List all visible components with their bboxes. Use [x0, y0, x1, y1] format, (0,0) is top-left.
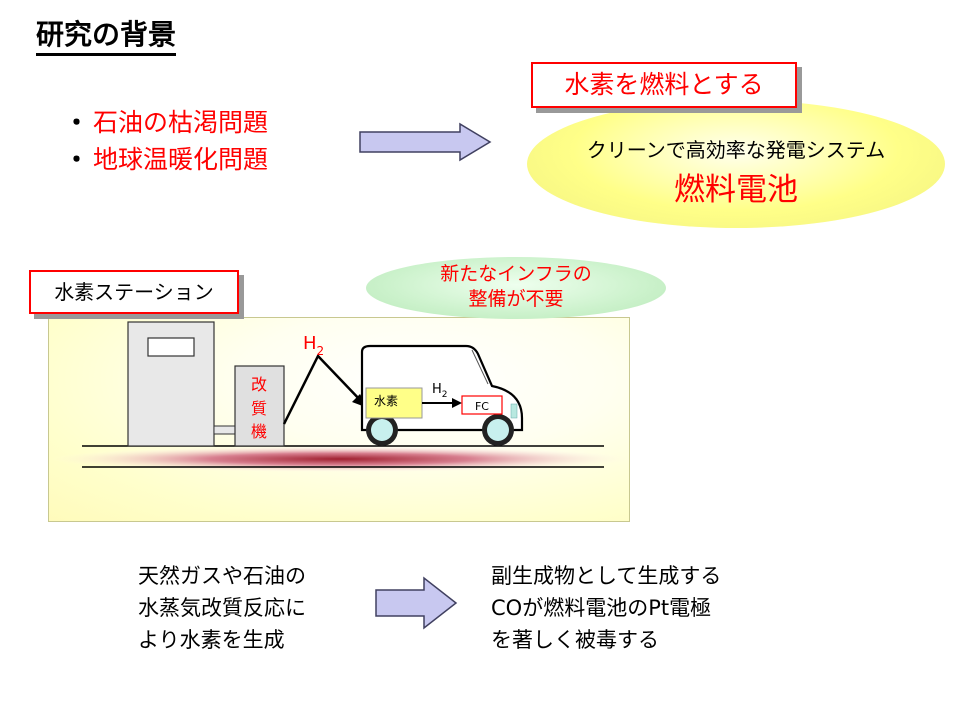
h2-label: H2 [303, 333, 324, 358]
infra-text: 新たなインフラの 整備が不要 [366, 262, 666, 312]
bullet: ・ [64, 108, 90, 137]
infra-line: 整備が不要 [468, 288, 564, 310]
fuel-cell-ellipse [527, 100, 945, 228]
station-label: 水素ステーション [29, 270, 239, 314]
issues-list: ・石油の枯渇問題 ・地球温暖化問題 [64, 104, 268, 178]
reforming-description: 天然ガスや石油の 水蒸気改質反応に より水素を生成 [138, 560, 306, 656]
text-line: を著しく被毒する [491, 628, 659, 652]
fc-label: FC [475, 400, 489, 413]
road-shadow [50, 446, 630, 472]
dispenser-display [147, 337, 195, 357]
hydrogen-flow-arrow [282, 353, 363, 425]
car-wheel-hub [487, 419, 509, 441]
reformer-char: 機 [251, 422, 267, 441]
car-window [471, 349, 489, 385]
infra-ellipse [366, 257, 666, 319]
arrowhead-icon [452, 398, 462, 408]
issue-text: 地球温暖化問題 [93, 145, 269, 174]
text-line: 副生成物として生成する [491, 564, 722, 588]
issue-text: 石油の枯渇問題 [93, 108, 269, 137]
infra-line: 新たなインフラの [440, 263, 592, 285]
text-line: 天然ガスや石油の [138, 564, 306, 588]
hydrogen-fuel-box: 水素を燃料とする [531, 62, 797, 108]
reformer-char: 質 [251, 399, 267, 418]
car-headlight [510, 403, 518, 419]
car-wheel-hub [371, 419, 393, 441]
clean-system-text: クリーンで高効率な発電システム [586, 138, 886, 162]
page-title: 研究の背景 [36, 18, 177, 56]
issue-item: ・石油の枯渇問題 [64, 104, 268, 141]
issue-item: ・地球温暖化問題 [64, 141, 268, 178]
text-line: 水蒸気改質反応に [138, 596, 306, 620]
reformer-unit [234, 365, 285, 447]
tank-label: 水素 [374, 394, 398, 408]
right-arrow-icon [359, 122, 492, 162]
pipe [213, 425, 237, 435]
h2-car-label: H2 [432, 382, 448, 400]
co-poisoning-description: 副生成物として生成する COが燃料電池のPt電極 を著しく被毒する [491, 560, 721, 656]
text-line: より水素を生成 [138, 628, 285, 652]
text-line: COが燃料電池のPt電極 [491, 596, 712, 620]
reformer-char: 改 [251, 375, 267, 394]
bullet: ・ [64, 145, 90, 174]
fuel-cell-text: 燃料電池 [674, 172, 798, 208]
fuel-cell-box [461, 395, 503, 415]
right-arrow-icon [375, 576, 458, 630]
